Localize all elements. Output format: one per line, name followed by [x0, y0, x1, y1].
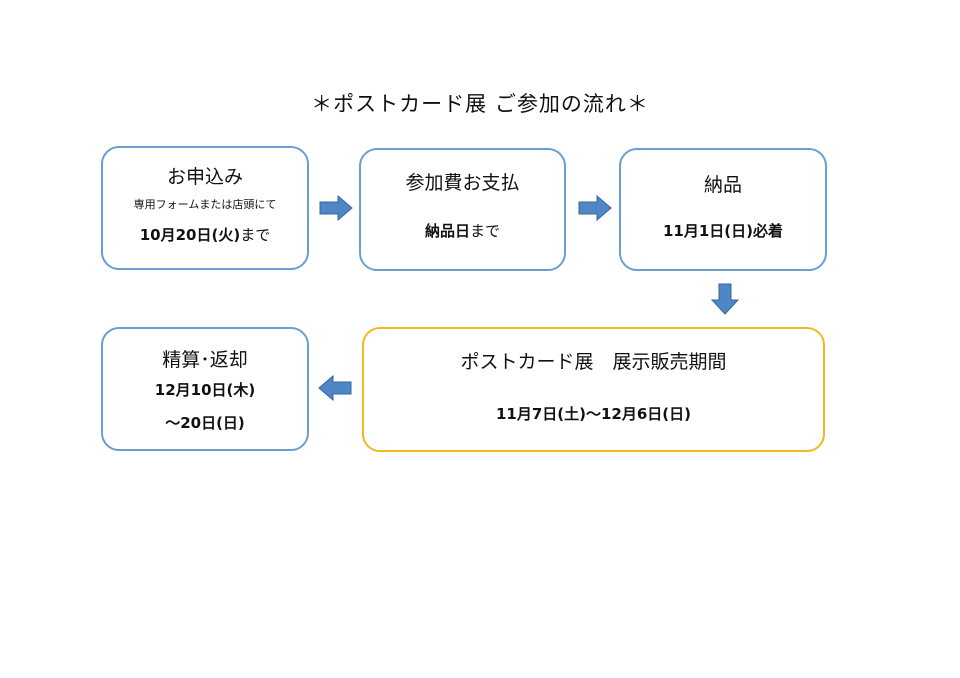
- step-apply-note: 専用フォームまたは店頭にて: [133, 198, 277, 211]
- step-settlement-heading: 精算･返却: [162, 349, 248, 371]
- step-apply-deadline-date: 10月20日(火): [139, 226, 241, 244]
- step-apply-box: お申込み 専用フォームまたは店頭にて 10月20日(火)まで: [101, 146, 309, 270]
- step-delivery-heading: 納品: [703, 174, 742, 196]
- page-title: ＊ポストカード展 ご参加の流れ＊: [311, 92, 649, 116]
- step-delivery-box: 納品 11月1日(日)必着: [619, 148, 827, 271]
- step-payment-deadline: 納品日まで: [361, 220, 564, 241]
- step-delivery-deadline: 11月1日(日)必着: [662, 222, 784, 240]
- right-arrow-icon: [319, 195, 353, 221]
- step-apply-heading: お申込み: [166, 166, 243, 188]
- step-exhibition-heading: ポストカード展 展示販売期間: [460, 351, 727, 373]
- step-exhibition-period: 11月7日(土)〜12月6日(日): [495, 405, 692, 423]
- step-payment-deadline-suffix: まで: [470, 222, 501, 240]
- step-payment-heading: 参加費お支払: [405, 172, 520, 194]
- step-exhibition-box: ポストカード展 展示販売期間 11月7日(土)〜12月6日(日): [362, 327, 825, 452]
- step-settlement-box: 精算･返却 12月10日(木) 〜20日(日): [101, 327, 309, 451]
- step-settlement-period-start: 12月10日(木): [154, 381, 256, 399]
- right-arrow-icon: [578, 195, 612, 221]
- step-apply-deadline-suffix: まで: [240, 226, 271, 244]
- down-arrow-icon: [711, 283, 739, 315]
- step-payment-box: 参加費お支払 納品日まで: [359, 148, 566, 271]
- step-apply-deadline: 10月20日(火)まで: [103, 224, 307, 245]
- left-arrow-icon: [318, 375, 352, 401]
- step-settlement-period-end: 〜20日(日): [165, 414, 245, 432]
- step-payment-deadline-date: 納品日: [424, 222, 470, 240]
